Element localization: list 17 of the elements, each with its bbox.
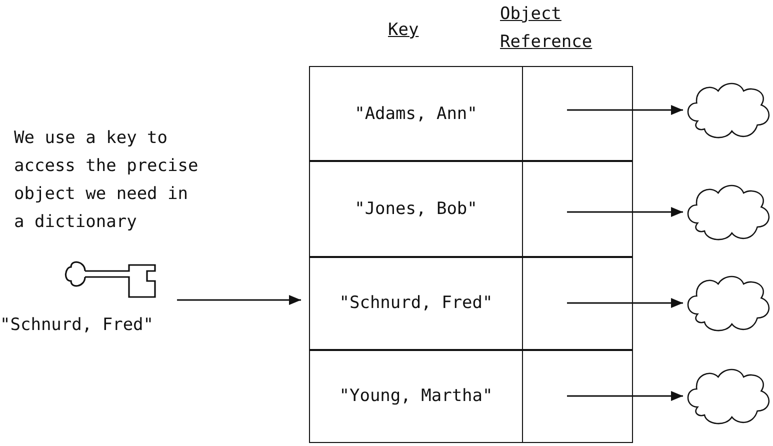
reference-cell — [522, 66, 632, 162]
arrow — [567, 207, 683, 217]
key-cell: "Schnurd, Fred" — [309, 256, 523, 350]
reference-cell — [522, 160, 632, 258]
key-caption: "Schnurd, Fred" — [0, 315, 154, 335]
arrow — [177, 295, 301, 305]
column-header: Key — [388, 19, 419, 42]
arrow — [567, 391, 683, 401]
arrow — [567, 105, 683, 115]
key-cell: "Young, Martha" — [309, 349, 523, 442]
key-cell: "Adams, Ann" — [309, 66, 523, 162]
column-header: Object Reference — [500, 3, 594, 54]
arrow — [567, 298, 683, 308]
reference-cell — [522, 349, 632, 442]
key-cell: "Jones, Bob" — [309, 160, 523, 258]
description-text: We use a key to access the precise object we need in a dictionary — [14, 127, 200, 234]
reference-cell — [522, 256, 632, 350]
